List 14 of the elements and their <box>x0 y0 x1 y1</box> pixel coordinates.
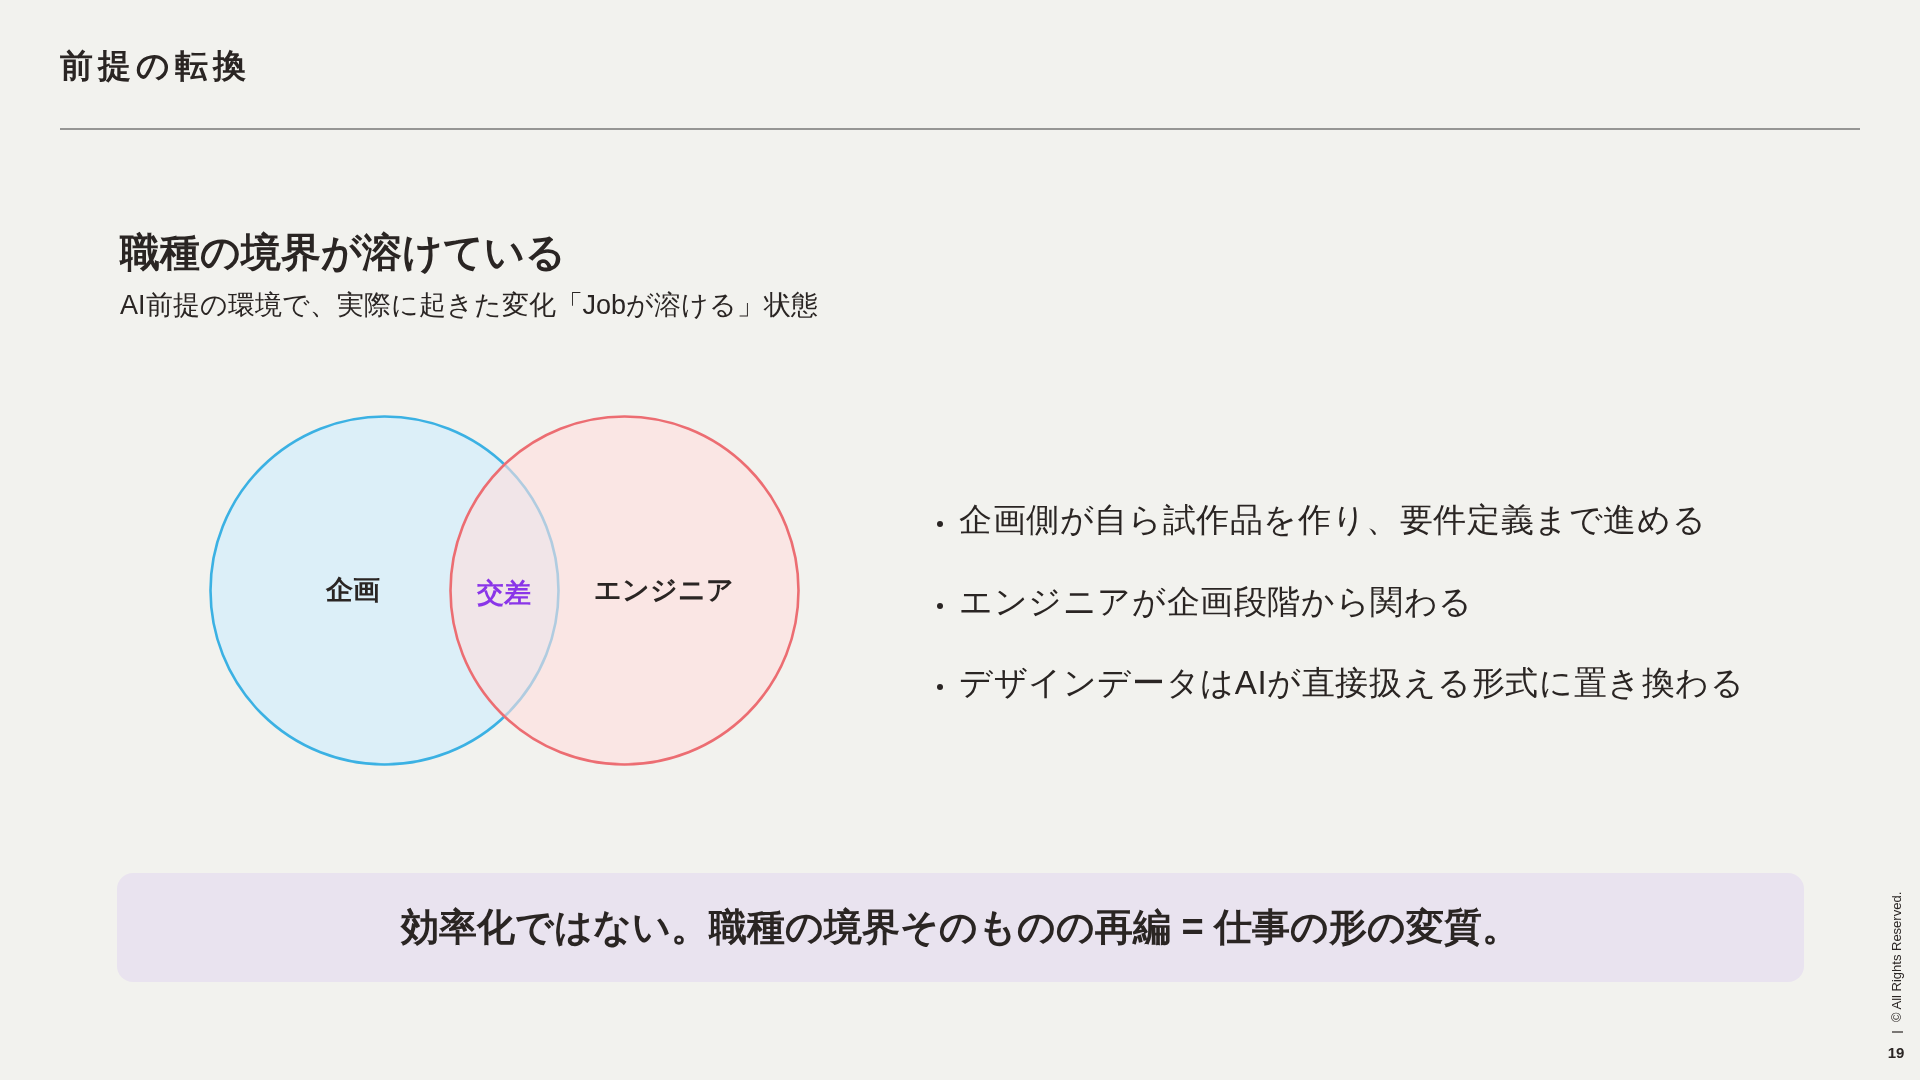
bullet-text: 企画側が自ら試作品を作り、要件定義まで進める <box>959 499 1707 540</box>
venn-circle <box>209 415 560 766</box>
circle-label: エンジニア <box>594 574 734 608</box>
bullet-text: デザインデータはAIが直接扱える形式に置き換わる <box>959 662 1745 703</box>
circle-label: 企画 <box>326 574 380 608</box>
venn-circle <box>449 415 800 766</box>
section-subtitle: AI前提の環境で、実際に起きた変化「Jobが溶ける」状態 <box>120 289 819 323</box>
page-title: 前提の転換 <box>60 45 251 86</box>
section-heading: 職種の境界が溶けている <box>120 229 566 276</box>
copyright-text: © All Rights Reserved. <box>1888 891 1905 1022</box>
page-number: 19 <box>1887 1043 1905 1063</box>
bullet-text: エンジニアが企画段階から関わる <box>959 581 1473 622</box>
overlap-label: 交差 <box>477 577 531 611</box>
summary-text: 効率化ではない。職種の境界そのものの再編 = 仕事の形の変質。 <box>400 904 1521 950</box>
